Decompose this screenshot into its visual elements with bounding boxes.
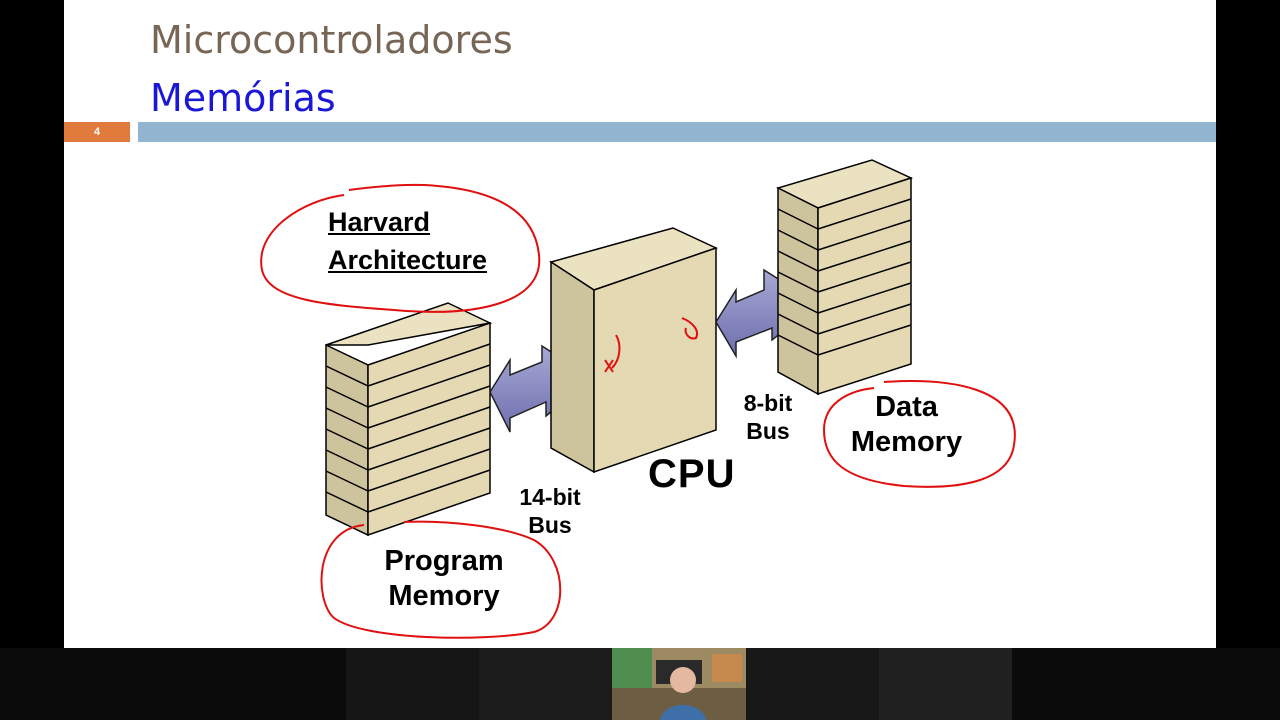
program-memory-line-2: Memory [388,579,500,612]
ink-circle-harvard [260,183,541,313]
program-bus-label: 14-bit Bus [510,484,590,539]
webcam-presenter-icon[interactable] [612,648,746,720]
program-bus-line-2: Bus [528,511,572,538]
ink-circle-program-memory [320,520,562,639]
ink-mark-cpu-left [604,334,621,373]
data-memory-line-1: Data [875,391,938,423]
data-bus-line-1: 8-bit [743,390,793,416]
page-number: 4 [64,122,130,142]
slide-title: Microcontroladores [150,18,513,62]
header-divider-bar [138,122,1216,142]
data-memory-line-2: Memory [850,425,963,458]
video-tile [346,648,479,720]
webcam-feed-image [612,648,746,720]
program-memory-block [325,302,493,537]
program-memory-label: Program Memory [364,544,524,614]
heading-line-1: Harvard [328,207,431,237]
data-memory-block [775,159,914,396]
ink-circle-data-memory [822,380,1016,488]
heading-line-2: Architecture [328,245,488,275]
program-bus-line-1: 14-bit [519,484,581,510]
data-memory-label: Data Memory [834,390,979,460]
cpu-block [549,227,719,474]
data-bus-label: 8-bit Bus [728,390,808,445]
slide-subtitle: Memórias [150,76,336,120]
cpu-label: CPU [648,452,736,496]
ink-annotations [260,183,1016,639]
harvard-architecture-diagram [260,159,1016,639]
diagram-heading: Harvard Architecture [328,203,487,279]
video-tile [879,648,1012,720]
video-tile [746,648,879,720]
slide: Microcontroladores Memórias 4 [64,0,1216,648]
data-bus-line-2: Bus [746,417,790,444]
ink-mark-cpu-right [681,317,698,340]
video-tile [479,648,612,720]
program-memory-line-1: Program [384,545,504,577]
